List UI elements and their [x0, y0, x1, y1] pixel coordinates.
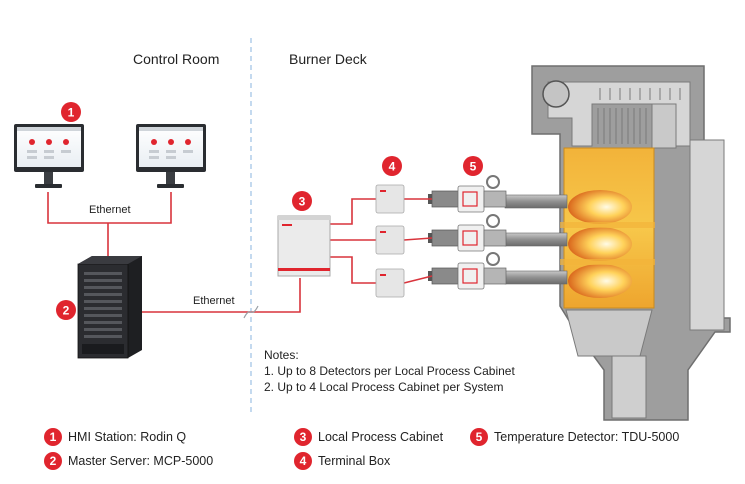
notes-block: Notes: 1. Up to 8 Detectors per Local Pr…: [264, 347, 515, 395]
badge-temperature-detector: 5: [463, 156, 483, 176]
badge-local-process-cabinet: 3: [292, 191, 312, 211]
legend-text-3: Local Process Cabinet: [318, 430, 444, 444]
legend-badge-3: 3: [294, 428, 312, 446]
master-server: [77, 256, 142, 359]
burner-pipes: [504, 194, 568, 285]
hmi-monitor-right: [136, 124, 206, 188]
break-marker: [243, 305, 259, 319]
temperature-detector-1: [428, 175, 507, 213]
legend-item-terminal-box: 4 Terminal Box: [294, 451, 390, 471]
terminal-box-2: [375, 225, 405, 255]
badge-2-label: 2: [63, 304, 70, 318]
temperature-detector-2: [428, 214, 507, 252]
notes-title: Notes:: [264, 348, 299, 362]
legend-item-local-process-cabinet: 3 Local Process Cabinet: [294, 427, 443, 447]
local-process-cabinet: [277, 215, 331, 277]
zone-title-burner-deck: Burner Deck: [289, 51, 367, 67]
hmi-monitor-left: [14, 124, 84, 188]
legend-item-hmi-station: 1 HMI Station: Rodin Q: [44, 427, 186, 447]
terminal-box-1: [375, 184, 405, 214]
zone-title-control-room: Control Room: [133, 51, 220, 67]
badge-3-label: 3: [299, 195, 306, 209]
terminal-box-3: [375, 268, 405, 298]
badge-4-label: 4: [389, 160, 396, 174]
note-item-2: 2. Up to 4 Local Process Cabinet per Sys…: [264, 380, 504, 394]
ethernet-label-hmi: Ethernet: [89, 204, 131, 216]
legend-item-master-server: 2 Master Server: MCP-5000: [44, 451, 213, 471]
connection-lines: [47, 192, 433, 313]
badge-master-server: 2: [56, 300, 76, 320]
legend-text-2: Master Server: MCP-5000: [68, 454, 214, 468]
burner-flames: [560, 190, 655, 298]
badge-1-label: 1: [68, 106, 75, 120]
badge-terminal-box: 4: [382, 156, 402, 176]
legend-text-5: Temperature Detector: TDU-5000: [494, 430, 680, 444]
legend-badge-1: 1: [44, 428, 62, 446]
note-item-1: 1. Up to 8 Detectors per Local Process C…: [264, 364, 515, 378]
legend-text-1: HMI Station: Rodin Q: [68, 430, 187, 444]
ethernet-label-server: Ethernet: [193, 295, 235, 307]
temperature-detector-3: [428, 252, 507, 290]
legend-badge-2: 2: [44, 452, 62, 470]
legend-item-temperature-detector: 5 Temperature Detector: TDU-5000: [470, 427, 679, 447]
badge-hmi-station: 1: [61, 102, 81, 122]
legend-badge-5: 5: [470, 428, 488, 446]
legend-badge-4: 4: [294, 452, 312, 470]
badge-5-label: 5: [470, 160, 477, 174]
legend-text-4: Terminal Box: [318, 454, 391, 468]
